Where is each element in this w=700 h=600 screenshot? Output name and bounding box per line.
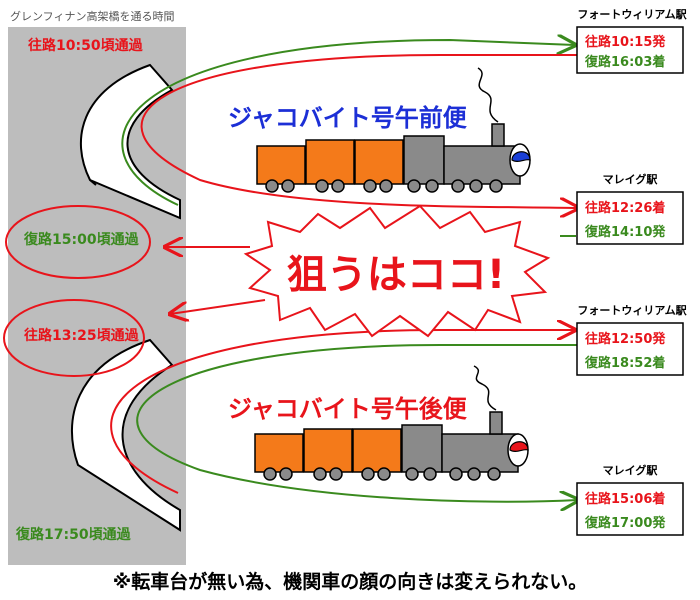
- station-box-4: [576, 482, 684, 536]
- station-3-line2: 復路18:52着: [584, 355, 665, 371]
- wheels-am: [265, 179, 503, 193]
- engine-boiler: [443, 145, 521, 185]
- wagon: [354, 139, 404, 185]
- station-1-line1: 往路10:15発: [585, 34, 666, 50]
- station-name-1: フォートウィリアム駅: [577, 8, 686, 21]
- footnote: ※転車台が無い為、機関車の顔の向きは変えられない。: [113, 570, 587, 593]
- station-1-line2: 復路16:03着: [584, 54, 665, 70]
- wagon: [352, 428, 402, 473]
- callout-burst: [243, 204, 551, 338]
- wagon: [254, 433, 304, 473]
- pointer-outbound-time: [170, 299, 266, 314]
- engine-smoke: [477, 67, 499, 123]
- viaduct-time-mid-green: 復路15:00頃通過: [23, 231, 140, 248]
- viaduct-time-bottom: 復路17:50頃通過: [15, 526, 132, 543]
- panel-title: グレンフィナン高架橋を通る時間: [10, 9, 174, 23]
- route-am-outbound: [140, 54, 580, 208]
- station-name-2: マレイグ駅: [603, 172, 658, 186]
- wagon: [256, 145, 306, 185]
- station-3-line1: 往路12:50発: [585, 331, 666, 347]
- train-title-pm: ジャコバイト号午後便: [228, 395, 468, 423]
- engine-cab: [401, 424, 443, 473]
- face-am-colored: [511, 151, 531, 163]
- engine-chimney: [489, 411, 503, 435]
- station-2-line1: 往路12:26着: [585, 200, 665, 216]
- callout-text: 狙うはココ!: [287, 252, 505, 298]
- viaduct-time-top: 往路10:50頃通過: [28, 37, 144, 54]
- train-am: [256, 67, 531, 193]
- engine-boiler: [441, 433, 519, 473]
- station-box-1: [576, 26, 684, 74]
- viaduct-curve-lower: [71, 338, 181, 532]
- route-pm-outbound: [110, 330, 575, 494]
- engine-chimney: [491, 123, 505, 147]
- station-name-3: フォートウィリアム駅: [577, 304, 686, 317]
- wheels-pm: [263, 467, 501, 481]
- face-pm-colored: [509, 441, 529, 453]
- viaduct-time-mid-red: 往路13:25頃通過: [24, 327, 140, 344]
- viaduct-curve-upper: [79, 63, 181, 220]
- train-title-am: ジャコバイト号午前便: [228, 104, 468, 132]
- wagon: [303, 428, 353, 473]
- train-pm: [254, 365, 529, 481]
- highlight-circle-outbound: [3, 299, 145, 377]
- station-4-line2: 復路17:00発: [584, 515, 666, 531]
- highlight-circle-return: [5, 205, 151, 279]
- station-box-3: [576, 322, 684, 376]
- route-pm-return: [136, 344, 580, 502]
- wagon: [305, 139, 355, 185]
- engine-smoke: [473, 365, 497, 411]
- station-2-line2: 復路14:10発: [584, 224, 666, 240]
- station-name-4: マレイグ駅: [603, 463, 658, 477]
- route-am-return: [121, 40, 575, 206]
- station-box-2: [576, 191, 684, 245]
- engine-cab: [403, 135, 445, 185]
- station-4-line1: 往路15:06着: [585, 491, 665, 507]
